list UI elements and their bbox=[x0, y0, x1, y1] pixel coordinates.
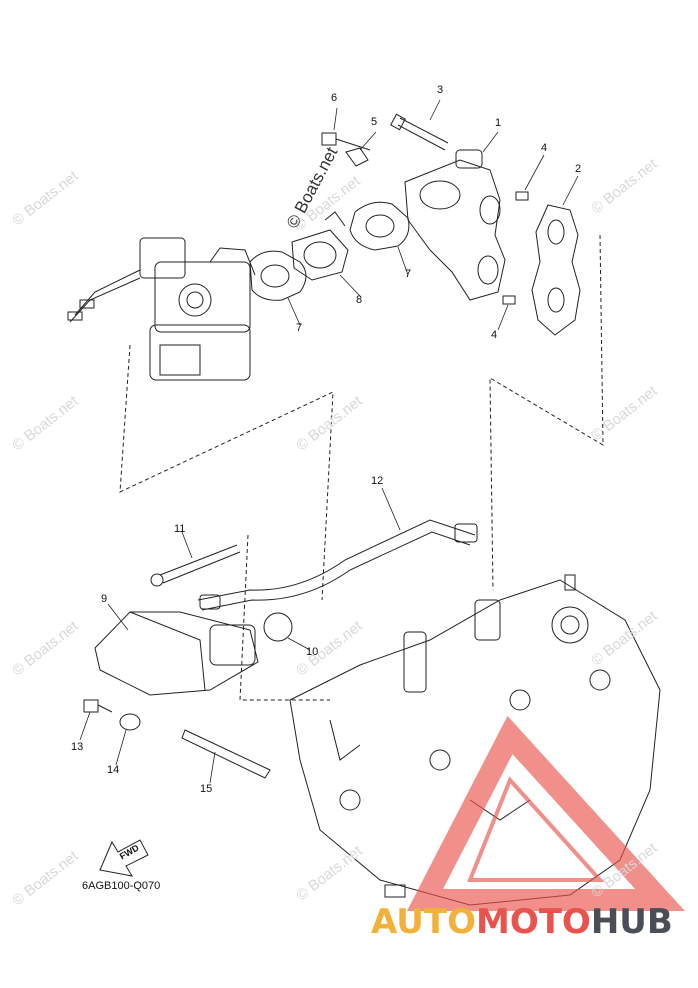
callout-leaders bbox=[79, 99, 579, 784]
silencer-9 bbox=[94, 611, 259, 696]
callout-3: 3 bbox=[437, 84, 444, 96]
callout-14: 14 bbox=[107, 764, 120, 776]
dowel-pin-4-top bbox=[515, 191, 529, 201]
intake-joint-8 bbox=[291, 211, 349, 281]
engine-block bbox=[289, 574, 661, 906]
automotohub-logo: AUTOMOTOHUB bbox=[371, 902, 673, 942]
part-code: 6AGB100-Q070 bbox=[82, 880, 161, 892]
callout-4-top: 4 bbox=[541, 142, 548, 154]
callout-7-right: 7 bbox=[405, 268, 412, 280]
dowel-pin-4-bottom bbox=[502, 295, 516, 305]
callout-7-left: 7 bbox=[296, 322, 303, 334]
clip-5 bbox=[345, 147, 369, 167]
brand-hub: HUB bbox=[590, 902, 673, 942]
o-ring-10 bbox=[263, 612, 293, 642]
callout-4-bottom: 4 bbox=[491, 329, 498, 341]
callout-8: 8 bbox=[356, 294, 363, 306]
bolt-6 bbox=[321, 132, 371, 151]
gasket-2 bbox=[531, 204, 581, 336]
callout-11: 11 bbox=[174, 523, 186, 535]
assembly-leader-lines bbox=[119, 234, 604, 701]
brand-auto: AUTO bbox=[371, 902, 476, 942]
callout-5: 5 bbox=[371, 116, 378, 128]
warning-triangle-watermark bbox=[406, 715, 685, 911]
gasket-7-right bbox=[349, 201, 410, 251]
callout-9: 9 bbox=[101, 593, 108, 605]
grommet-14 bbox=[119, 713, 141, 731]
callout-13: 13 bbox=[71, 741, 84, 753]
carburetor bbox=[67, 237, 256, 381]
callout-6: 6 bbox=[331, 92, 338, 104]
callout-15: 15 bbox=[200, 783, 213, 795]
callout-2: 2 bbox=[575, 163, 582, 175]
tie-15 bbox=[181, 729, 271, 779]
bolt-13 bbox=[83, 699, 113, 713]
bolt-3 bbox=[390, 113, 449, 151]
callout-10: 10 bbox=[306, 646, 319, 658]
breather-hose-12 bbox=[197, 519, 478, 611]
gasket-7-left bbox=[249, 250, 307, 301]
callout-1: 1 bbox=[495, 117, 502, 129]
intake-manifold-1 bbox=[404, 149, 506, 301]
fwd-arrow-icon bbox=[99, 839, 149, 877]
bolt-11 bbox=[150, 544, 241, 587]
callout-12: 12 bbox=[371, 475, 384, 487]
brand-moto: MOTO bbox=[475, 902, 591, 942]
